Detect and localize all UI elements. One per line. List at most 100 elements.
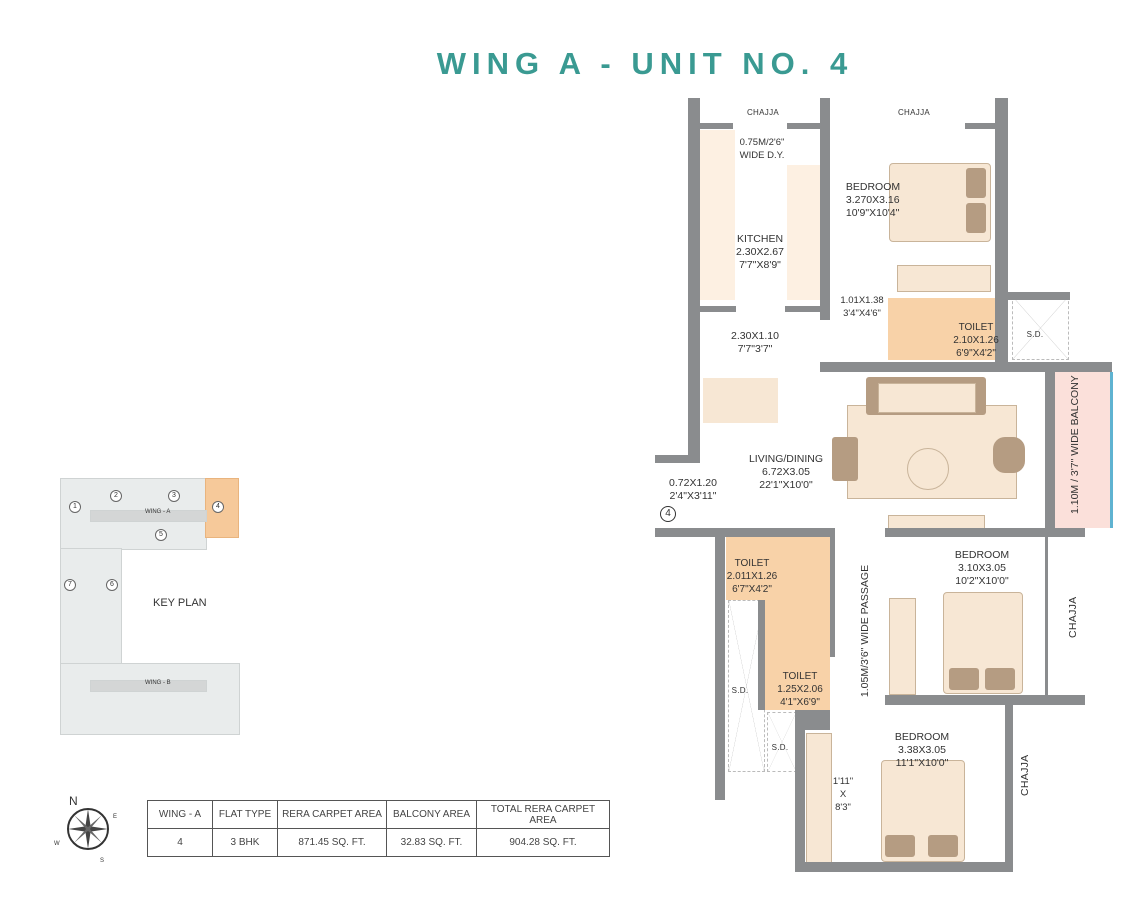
key-plan-unit-2: 2: [110, 490, 122, 502]
passage-label: 1.05M/3'6" WIDE PASSAGE: [859, 564, 871, 698]
table-header: TOTAL RERA CARPET AREA: [476, 800, 610, 829]
key-plan-unit-3: 3: [168, 490, 180, 502]
dry-area-width: 0.75M/2'6": [739, 137, 785, 148]
pillow: [966, 203, 986, 233]
table-cell: 4: [147, 828, 213, 857]
table-header: FLAT TYPE: [212, 800, 278, 829]
wall: [700, 306, 736, 312]
wall: [1008, 292, 1070, 300]
wall: [820, 362, 1112, 372]
toilet-1-pass-label: 1.01X1.38 3'4"X4'6": [840, 294, 883, 320]
room-imperial: 6'7"X4'2": [732, 584, 772, 595]
wardrobe-3: [806, 733, 832, 863]
pillow: [966, 168, 986, 198]
compass-rose-icon: [67, 808, 109, 850]
wardrobe-1: [897, 265, 991, 292]
kitchen-counter-right: [787, 165, 820, 300]
wall: [655, 455, 700, 463]
area-table: WING - A FLAT TYPE RERA CARPET AREA BALC…: [147, 800, 610, 857]
room-metric: 1.01X1.38: [840, 295, 884, 306]
wall: [820, 98, 830, 320]
key-plan-unit-4: 4: [212, 501, 224, 513]
table-cell: 32.83 SQ. FT.: [386, 828, 477, 857]
unit-number-marker: 4: [660, 506, 676, 522]
dry-area-label: 0.75M/2'6" WIDE D.Y.: [740, 136, 785, 162]
kitchen-counter: [700, 130, 735, 300]
key-plan-wing-a-label: WING - A: [145, 509, 171, 515]
wall: [785, 306, 820, 312]
room-name: TOILET: [782, 671, 818, 682]
sofa-cushions: [878, 383, 976, 413]
room-imperial: 4'1"X6'9": [780, 697, 820, 708]
room-name: TOILET: [734, 558, 770, 569]
table-header: WING - A: [147, 800, 213, 829]
pillow: [985, 668, 1015, 690]
room-imperial: 6'9"X4'2": [956, 348, 996, 359]
room-metric: 2.30X1.10: [731, 330, 779, 342]
room-imperial: 10'2"X10'0": [955, 575, 1009, 587]
wall: [688, 98, 700, 460]
room-imperial: 22'1"X10'0": [759, 479, 813, 491]
room-name: BEDROOM: [845, 181, 901, 193]
wardrobe-x: X: [839, 789, 847, 800]
compass-south: S: [100, 858, 105, 864]
room-imperial: 10'9"X10'4": [845, 207, 900, 219]
table-cell: 3 BHK: [212, 828, 278, 857]
pillow: [885, 835, 915, 857]
room-metric: 3.10X3.05: [958, 562, 1006, 574]
wall: [795, 862, 1008, 872]
armchair: [832, 437, 858, 481]
wall: [885, 528, 1085, 537]
wall: [795, 710, 830, 730]
chajja-label: CHAJJA: [1019, 754, 1031, 796]
room-imperial: 3'4"X4'6": [843, 308, 881, 319]
room-name: BEDROOM: [954, 549, 1010, 561]
pillow: [949, 668, 979, 690]
wardrobe-width: 1'11": [832, 776, 854, 787]
room-name: BEDROOM: [894, 731, 950, 743]
wall: [885, 695, 1085, 705]
key-plan-corridor-b: [90, 680, 207, 692]
toilet-3-label: TOILET 1.25X2.06 4'1"X6'9": [777, 670, 823, 709]
key-plan-unit-7: 7: [64, 579, 76, 591]
page-title: WING A - UNIT NO. 4: [436, 46, 854, 81]
compass-east: E: [113, 814, 118, 820]
chajja-label: CHAJJA: [897, 108, 931, 117]
wall: [795, 730, 805, 872]
compass: N E W S: [50, 792, 130, 867]
compass-west: W: [54, 841, 60, 847]
balcony-room: [1055, 372, 1113, 528]
table-row: 4 3 BHK 871.45 SQ. FT. 32.83 SQ. FT. 904…: [147, 828, 610, 857]
room-name: TOILET: [958, 322, 994, 333]
room-imperial: 11'1"X10'0": [895, 757, 949, 769]
wall: [830, 537, 835, 657]
room-metric: 0.72X1.20: [669, 477, 717, 489]
toilet-1-room: [888, 298, 996, 360]
key-plan-label: KEY PLAN: [153, 597, 207, 609]
room-imperial: 7'7"3'7": [737, 343, 773, 355]
lounge-chair: [993, 437, 1025, 473]
key-plan-unit-1: 1: [69, 501, 81, 513]
key-plan-wing-b-block: [60, 663, 240, 735]
wall: [758, 600, 765, 710]
table-header: RERA CARPET AREA: [277, 800, 387, 829]
coffee-table: [907, 448, 949, 490]
room-imperial: 2'4"X3'11": [669, 490, 717, 502]
dry-area-name: WIDE D.Y.: [739, 150, 785, 161]
wall: [1005, 705, 1013, 872]
room-imperial: 7'7"X8'9": [739, 259, 781, 271]
balcony-label: 1.10M / 3'7" WIDE BALCONY: [1069, 375, 1081, 514]
key-plan-wing-b-label: WING - B: [145, 680, 171, 686]
room-metric: 3.38X3.05: [898, 744, 946, 756]
room-metric: 2.30X2.67: [736, 246, 784, 258]
table-cell: 871.45 SQ. FT.: [277, 828, 387, 857]
table-header: BALCONY AREA: [386, 800, 477, 829]
room-metric: 1.25X2.06: [777, 684, 823, 695]
table-header-row: WING - A FLAT TYPE RERA CARPET AREA BALC…: [147, 800, 610, 829]
